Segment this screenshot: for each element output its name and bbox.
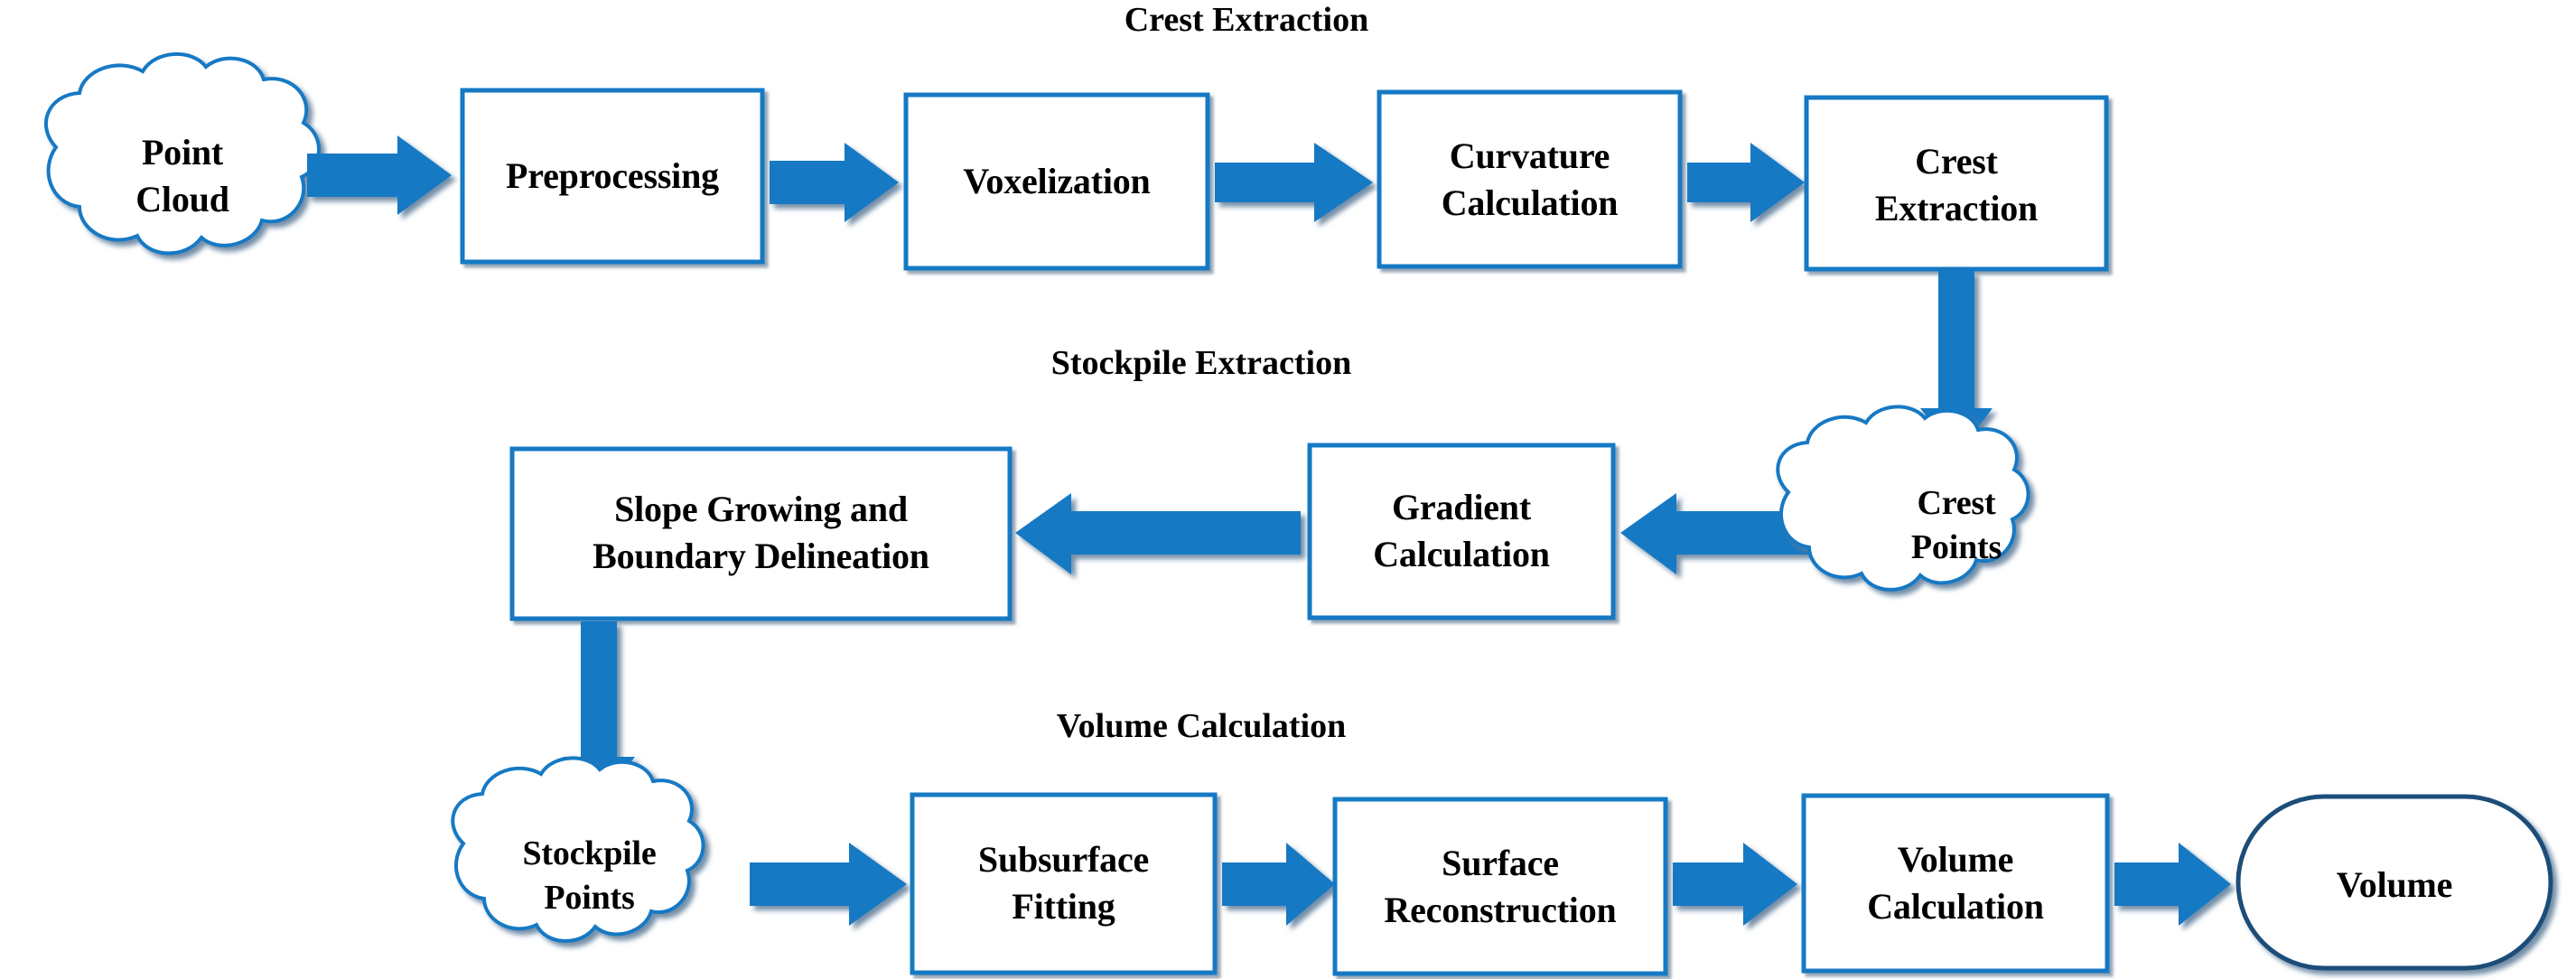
node-crest-extraction-box[interactable] <box>1804 95 2109 272</box>
arrow-point-cloud-to-preprocessing <box>307 135 452 215</box>
arrow-preprocessing-to-voxelization <box>770 143 899 222</box>
arrow-voxelization-to-curvature <box>1215 143 1373 222</box>
section-title-volume-calculation: Volume Calculation <box>1056 707 1347 745</box>
arrow-gradient-to-slope-growing <box>1015 493 1301 574</box>
section-title-crest-extraction: Crest Extraction <box>1124 1 1369 39</box>
arrow-crest-extraction-to-crest-points <box>1920 271 1993 455</box>
arrow-surface-reconstruction-to-volume-calculation <box>1673 843 1797 926</box>
arrow-crest-points-to-gradient <box>1620 493 1811 574</box>
node-point-cloud[interactable] <box>44 52 321 256</box>
node-slope-growing-boundary-delineation[interactable] <box>509 446 1013 621</box>
node-curvature-calculation[interactable] <box>1377 89 1683 269</box>
node-gradient-calculation[interactable] <box>1307 443 1616 620</box>
node-surface-reconstruction[interactable] <box>1332 797 1668 976</box>
arrow-curvature-to-crest-extraction <box>1687 143 1805 222</box>
arrow-subsurface-to-surface-reconstruction <box>1222 843 1335 926</box>
arrow-volume-calculation-to-volume <box>2114 843 2231 926</box>
node-stockpile-points[interactable] <box>451 756 705 943</box>
node-preprocessing[interactable] <box>460 88 765 265</box>
arrow-stockpile-points-to-subsurface <box>750 843 907 926</box>
node-volume-calculation-box[interactable] <box>1801 793 2110 974</box>
node-voxelization[interactable] <box>903 92 1210 271</box>
section-title-stockpile-extraction: Stockpile Extraction <box>1050 344 1352 382</box>
node-crest-points[interactable] <box>1776 405 2030 592</box>
node-subsurface-fitting[interactable] <box>910 792 1218 975</box>
node-volume-result[interactable] <box>2235 794 2553 971</box>
